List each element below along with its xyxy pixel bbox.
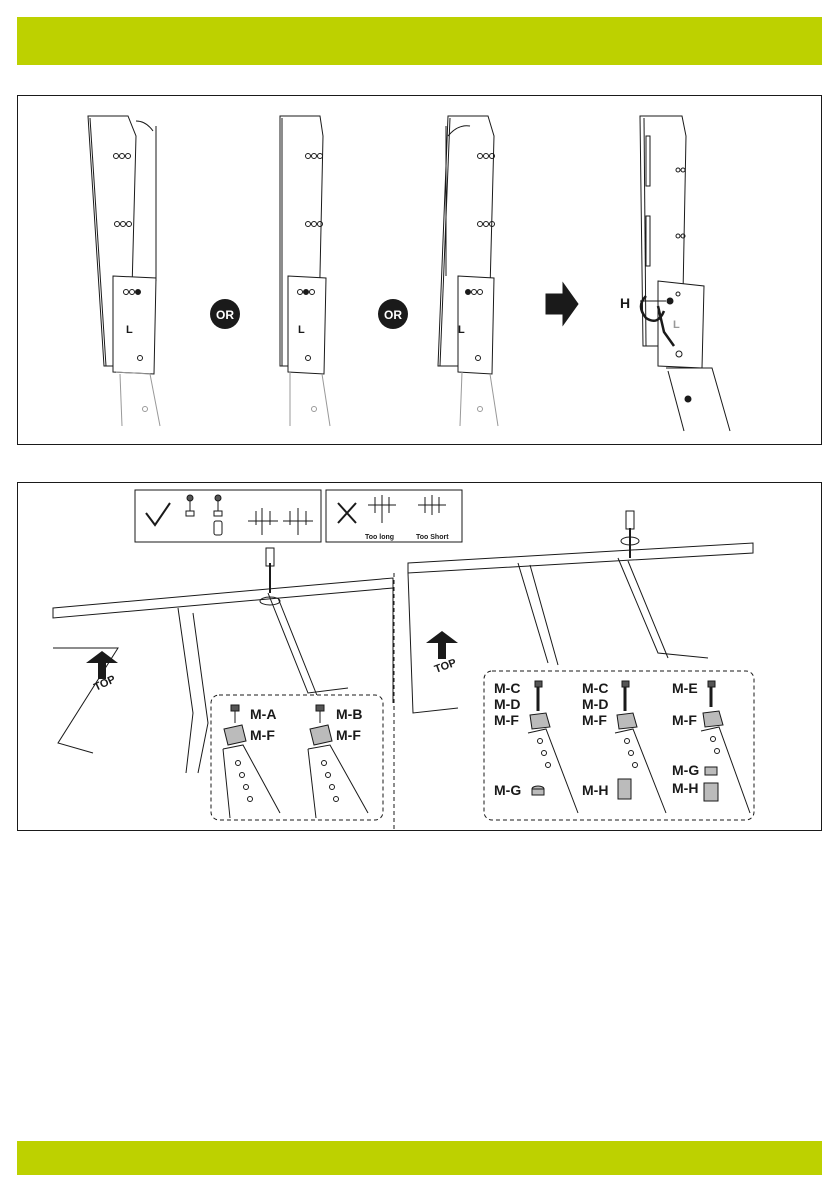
- label-m-b: M-B: [336, 706, 362, 722]
- bracket-attach-illustration: OR OR L L L L H: [18, 96, 821, 444]
- label-m-a: M-A: [250, 706, 276, 722]
- or-badge-2-label: OR: [384, 308, 402, 322]
- bracket-illustration-4: [640, 116, 730, 431]
- label-m-f-3: M-F: [672, 712, 697, 728]
- label-m-h-2: M-H: [582, 782, 608, 798]
- label-m-f-left-a: M-F: [250, 727, 275, 743]
- top-label-left: TOP: [92, 673, 117, 693]
- tv-mount-illustration: Too long Too Short TOP M-A M-F M-B M-F: [18, 483, 821, 830]
- bracket-letter-1: L: [126, 324, 133, 336]
- header-band: [17, 17, 822, 65]
- checkmark-icon: [146, 503, 170, 525]
- label-m-c-2: M-C: [582, 680, 608, 696]
- label-m-e-3: M-E: [672, 680, 698, 696]
- top-arrow-icon-right: [426, 631, 458, 659]
- label-m-d-1: M-D: [494, 696, 520, 712]
- bracket-illustration-2: [280, 116, 330, 426]
- footer-band: [17, 1141, 822, 1175]
- bracket-letter-2: L: [298, 324, 305, 336]
- bracket-letter-3: L: [458, 324, 465, 336]
- too-short-label: Too Short: [416, 534, 449, 541]
- top-label-right: TOP: [433, 657, 458, 676]
- label-m-f-left-b: M-F: [336, 727, 361, 743]
- label-m-h-3: M-H: [672, 780, 698, 796]
- bracket-letter-4: L: [673, 319, 680, 331]
- label-m-g-3: M-G: [672, 762, 699, 778]
- legend-correct-box: [135, 490, 321, 542]
- arrow-right-icon: [546, 283, 578, 325]
- hex-key-label: H: [620, 295, 630, 311]
- step-2-panel: Too long Too Short TOP M-A M-F M-B M-F: [17, 482, 822, 831]
- label-m-f-2: M-F: [582, 712, 607, 728]
- too-long-label: Too long: [365, 534, 394, 541]
- step-1-panel: OR OR L L L L H: [17, 95, 822, 445]
- cross-icon: [338, 503, 356, 523]
- label-m-f-1: M-F: [494, 712, 519, 728]
- bracket-illustration-3: [438, 116, 498, 426]
- label-m-c-1: M-C: [494, 680, 520, 696]
- label-m-d-2: M-D: [582, 696, 608, 712]
- or-badge-1-label: OR: [216, 308, 234, 322]
- label-m-g-1: M-G: [494, 782, 521, 798]
- bracket-illustration-1: [88, 116, 160, 426]
